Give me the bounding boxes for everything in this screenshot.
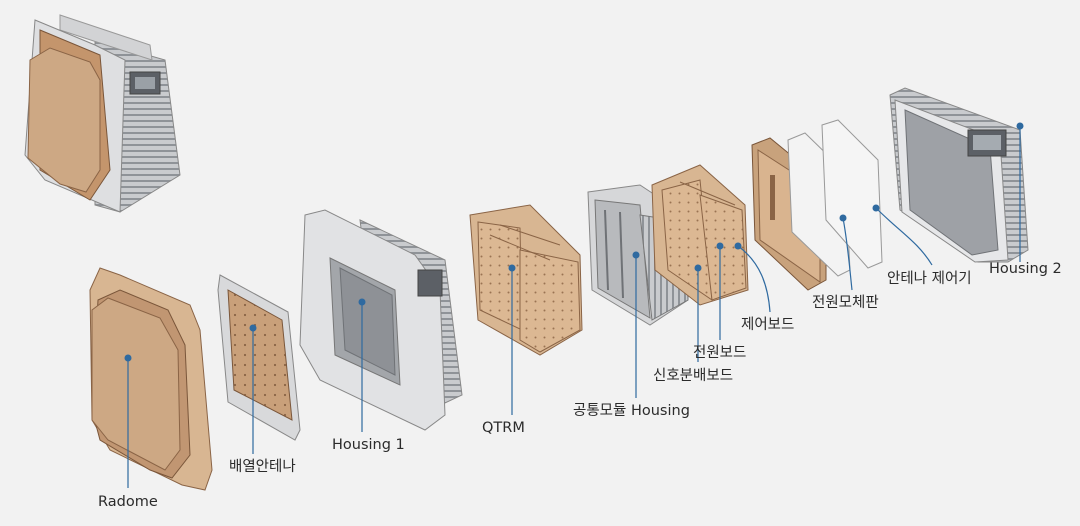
array-antenna-part bbox=[217, 274, 301, 441]
label-housing-1: Housing 1 bbox=[332, 437, 405, 453]
label-power-motherboard: 전원모체판 bbox=[812, 295, 879, 311]
leader-lines bbox=[127, 126, 1021, 488]
label-qtrm: QTRM bbox=[482, 420, 525, 436]
label-antenna-controller: 안테나 제어기 bbox=[887, 271, 972, 287]
housing-1-part bbox=[299, 209, 463, 431]
leader-dots bbox=[124, 122, 1024, 362]
assembled-unit bbox=[24, 14, 181, 213]
label-power-board: 전원보드 bbox=[693, 345, 747, 361]
housing-2-part bbox=[889, 87, 1029, 263]
qtrm-part bbox=[469, 204, 583, 356]
antenna-controller-part bbox=[787, 119, 883, 277]
leader-antenna-controller bbox=[875, 207, 933, 266]
leader-power-motherboard bbox=[842, 217, 853, 291]
radome-part bbox=[89, 267, 213, 491]
label-signal-distribution-board: 신호분배보드 bbox=[653, 368, 734, 384]
label-control-board: 제어보드 bbox=[741, 317, 795, 333]
label-common-module-housing: 공통모듈 Housing bbox=[573, 403, 690, 419]
label-radome: Radome bbox=[98, 494, 158, 510]
leader-control-board bbox=[737, 245, 771, 313]
label-housing-2: Housing 2 bbox=[989, 261, 1062, 277]
label-array-antenna: 배열안테나 bbox=[229, 459, 296, 475]
